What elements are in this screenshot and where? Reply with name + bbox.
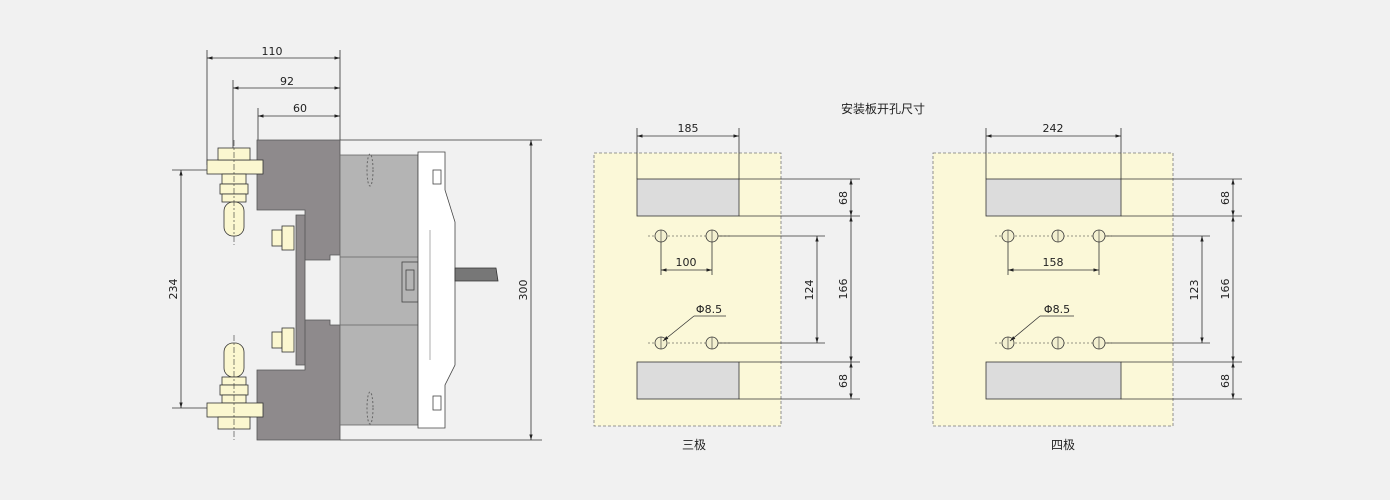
three-pole-panel: 185 100 Φ8.5 [593, 122, 860, 452]
terminal-housing [256, 139, 341, 441]
breaker-side-view: 110 92 60 234 300 [167, 45, 542, 441]
dim-60 [257, 108, 340, 140]
dim-300 [340, 139, 542, 441]
four-pole-caption: 四极 [1051, 438, 1075, 452]
four-pole-panel: 242 158 Φ8.5 [932, 122, 1242, 452]
dim-234-label: 234 [167, 279, 180, 300]
four-pole-top-cutout [985, 178, 1122, 217]
bottom-terminal-bolt [206, 335, 264, 440]
three-pole-cutouts-label: 166 [837, 279, 850, 300]
dim-60-label: 60 [293, 102, 307, 115]
three-pole-holes-label: 124 [803, 280, 816, 301]
three-pole-spacing-label: 100 [676, 256, 697, 269]
four-pole-width-label: 242 [1043, 122, 1064, 135]
drawing-heading: 安装板开孔尺寸 [841, 101, 925, 116]
four-pole-bottom-cut-label: 68 [1219, 374, 1232, 388]
breaker-cover [417, 151, 456, 429]
breaker-body [339, 154, 419, 426]
three-pole-bottom-cut-label: 68 [837, 374, 850, 388]
mounting-screw-lower [271, 327, 295, 353]
four-pole-holes-label: 123 [1188, 280, 1201, 301]
three-pole-top-cut-label: 68 [837, 191, 850, 205]
three-pole-top-cutout [636, 178, 740, 217]
three-pole-hole-label: Φ8.5 [696, 303, 722, 316]
top-terminal-bolt [206, 140, 264, 245]
dim-92 [232, 80, 340, 150]
three-pole-caption: 三极 [682, 438, 706, 452]
mounting-screw-upper [271, 225, 295, 251]
dim-234 [172, 169, 210, 409]
four-pole-hole-label: Φ8.5 [1044, 303, 1070, 316]
three-pole-bottom-cutout [636, 361, 740, 400]
dim-92-label: 92 [280, 75, 294, 88]
operating-handle [454, 267, 499, 282]
four-pole-bottom-cutout [985, 361, 1122, 400]
dim-110-label: 110 [262, 45, 283, 58]
four-pole-top-cut-label: 68 [1219, 191, 1232, 205]
dim-110 [206, 50, 341, 165]
dim-300-label: 300 [517, 280, 530, 301]
three-pole-width-label: 185 [678, 122, 699, 135]
four-pole-cutouts-label: 166 [1219, 279, 1232, 300]
four-pole-spacing-label: 158 [1043, 256, 1064, 269]
